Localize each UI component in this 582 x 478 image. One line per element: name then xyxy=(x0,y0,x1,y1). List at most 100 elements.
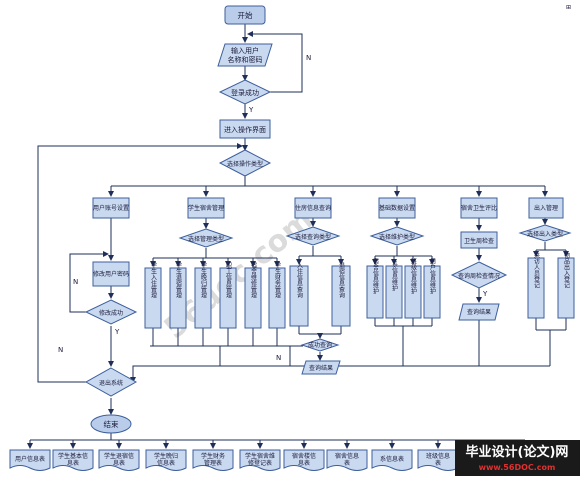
svg-text:班级信息维护: 班级信息维护 xyxy=(410,257,417,295)
select-data-decision: 选择维护类型 xyxy=(369,226,425,246)
query-no-label: N xyxy=(276,354,281,362)
svg-text:修改成功: 修改成功 xyxy=(99,309,123,317)
select-access-decision: 选择出入类型 xyxy=(518,224,572,242)
login-no-label: N xyxy=(306,54,311,62)
svg-text:出入管理: 出入管理 xyxy=(534,204,558,212)
table-doc-6: 宿舍楼信 息表 xyxy=(283,449,325,471)
table-doc-2: 学生退宿信 息表 xyxy=(98,449,140,471)
svg-text:学生财务管理: 学生财务管理 xyxy=(274,261,281,298)
svg-text:管理表: 管理表 xyxy=(204,459,222,467)
login-yes-label: Y xyxy=(248,106,254,114)
svg-text:退出系统: 退出系统 xyxy=(99,379,123,387)
start-node: 开始 xyxy=(224,5,266,25)
end-node: 结束 xyxy=(90,414,132,434)
svg-text:学生宿舍维: 学生宿舍维 xyxy=(245,452,275,460)
data-sub-0: 宿舍信息维护 xyxy=(366,257,384,319)
student-sub-4: 宿舍维修管理 xyxy=(244,261,262,329)
table-doc-0: 用户信息表 xyxy=(9,449,51,471)
svg-text:学生退宿管理: 学生退宿管理 xyxy=(175,261,182,298)
svg-text:息表: 息表 xyxy=(298,459,310,467)
module-student-dorm: 学生宿舍管理 xyxy=(187,197,225,219)
exit-no-label: N xyxy=(58,346,63,354)
query-sub-0: 入住信息查询 xyxy=(289,262,309,327)
svg-text:www.56DOC.com: www.56DOC.com xyxy=(479,463,556,472)
svg-text:宿舍楼信: 宿舍楼信 xyxy=(292,452,316,460)
svg-text:学生退宿信: 学生退宿信 xyxy=(104,452,134,460)
query-ok-decision: 成功查询 xyxy=(300,338,340,352)
svg-text:学生宿舍管理: 学生宿舍管理 xyxy=(188,204,224,212)
module-access: 出入管理 xyxy=(528,197,564,219)
hygiene-yes-label: Y xyxy=(482,290,488,298)
query-sub-1: 退宿信息查询 xyxy=(331,261,351,327)
module-user-account: 用户账号设置 xyxy=(92,197,130,219)
svg-text:宿舍信息: 宿舍信息 xyxy=(335,452,359,460)
modify-password-node: 修改用户密码 xyxy=(92,261,130,287)
select-op-decision: 选择操作类型 xyxy=(218,149,272,177)
login-input-node: 输入用户 名称和密码 xyxy=(217,43,273,67)
corner-mark-icon: ⊞ xyxy=(566,4,571,11)
svg-text:学生晚归: 学生晚归 xyxy=(154,452,178,460)
student-sub-1: 学生退宿管理 xyxy=(169,261,187,329)
select-mgmt-decision: 选择管理类型 xyxy=(178,228,234,248)
login-input-line1: 输入用户 xyxy=(231,46,259,55)
login-check-decision: 登录成功 xyxy=(218,79,272,105)
module-hygiene: 宿舍卫生评比 xyxy=(460,197,498,219)
svg-text:宿舍维修管理: 宿舍维修管理 xyxy=(250,261,257,298)
svg-text:信息表: 信息表 xyxy=(157,459,175,467)
hygiene-result-node: 查询结果 xyxy=(458,303,500,321)
svg-text:卫生周检查: 卫生周检查 xyxy=(464,237,494,245)
svg-text:修登记表: 修登记表 xyxy=(248,459,272,467)
svg-text:入住信息查询: 入住信息查询 xyxy=(296,262,303,299)
svg-text:修改用户密码: 修改用户密码 xyxy=(93,270,129,278)
svg-text:开始: 开始 xyxy=(238,10,253,20)
svg-text:选择维护类型: 选择维护类型 xyxy=(379,233,415,241)
svg-text:选择管理类型: 选择管理类型 xyxy=(188,235,224,243)
svg-text:学生财务: 学生财务 xyxy=(201,452,225,460)
svg-text:表: 表 xyxy=(344,459,350,467)
svg-text:学生晚归管理: 学生晚归管理 xyxy=(200,261,207,298)
query-result-node: 查询结果 xyxy=(301,360,341,375)
table-doc-9: 班级信息 表 xyxy=(417,449,459,471)
table-doc-8: 系信息表 xyxy=(371,449,413,471)
module-base-data: 基础数据设置 xyxy=(378,197,416,219)
svg-text:职工信息管理: 职工信息管理 xyxy=(225,262,232,298)
login-input-line2: 名称和密码 xyxy=(228,55,263,64)
student-sub-0: 学生入住管理 xyxy=(144,261,162,329)
svg-text:物品出入登记: 物品出入登记 xyxy=(563,251,570,288)
table-doc-3: 学生晚归 信息表 xyxy=(145,449,187,471)
svg-text:系信息维护: 系信息维护 xyxy=(391,260,398,292)
svg-text:进入操作界面: 进入操作界面 xyxy=(224,125,266,134)
svg-text:息表: 息表 xyxy=(113,459,125,467)
svg-text:登录成功: 登录成功 xyxy=(231,88,259,97)
access-sub-0: 来访人员登记 xyxy=(527,252,545,319)
svg-text:用户信息表: 用户信息表 xyxy=(15,455,45,463)
table-doc-5: 学生宿舍维 修登记表 xyxy=(239,449,281,471)
svg-text:查询结果: 查询结果 xyxy=(467,308,491,316)
module-housing-query: 住房信息查询 xyxy=(294,197,332,219)
svg-text:系信息表: 系信息表 xyxy=(380,455,404,463)
svg-text:学生入住管理: 学生入住管理 xyxy=(150,261,157,298)
student-sub-2: 学生晚归管理 xyxy=(194,261,212,329)
svg-text:退宿信息查询: 退宿信息查询 xyxy=(338,261,345,299)
modify-ok-decision: 修改成功 xyxy=(84,299,138,325)
svg-text:用户账号设置: 用户账号设置 xyxy=(93,204,129,212)
svg-text:宿舍卫生评比: 宿舍卫生评比 xyxy=(461,204,497,212)
svg-text:宿舍信息维护: 宿舍信息维护 xyxy=(372,257,379,295)
hygiene-query-decision: 查询周检查情况 xyxy=(450,261,508,289)
svg-text:住房信息查询: 住房信息查询 xyxy=(295,204,331,212)
svg-text:班级信息: 班级信息 xyxy=(426,452,450,460)
svg-text:表: 表 xyxy=(435,459,441,467)
svg-text:查询结果: 查询结果 xyxy=(309,364,333,372)
svg-text:成功查询: 成功查询 xyxy=(308,341,332,349)
svg-text:毕业设计(论文)网: 毕业设计(论文)网 xyxy=(466,444,569,460)
data-sub-1: 系信息维护 xyxy=(385,260,403,319)
svg-text:查询周检查情况: 查询周检查情况 xyxy=(458,272,500,280)
site-logo: 毕业设计(论文)网 www.56DOC.com xyxy=(455,440,580,476)
svg-text:来访人员登记: 来访人员登记 xyxy=(533,252,540,288)
modify-no-label: N xyxy=(73,278,78,286)
access-sub-1: 物品出入登记 xyxy=(557,251,575,319)
data-sub-2: 班级信息维护 xyxy=(404,257,422,319)
table-doc-7: 宿舍信息 表 xyxy=(326,449,368,471)
table-doc-1: 学生基本信 息表 xyxy=(52,449,94,471)
svg-text:选择查询类型: 选择查询类型 xyxy=(295,233,331,241)
